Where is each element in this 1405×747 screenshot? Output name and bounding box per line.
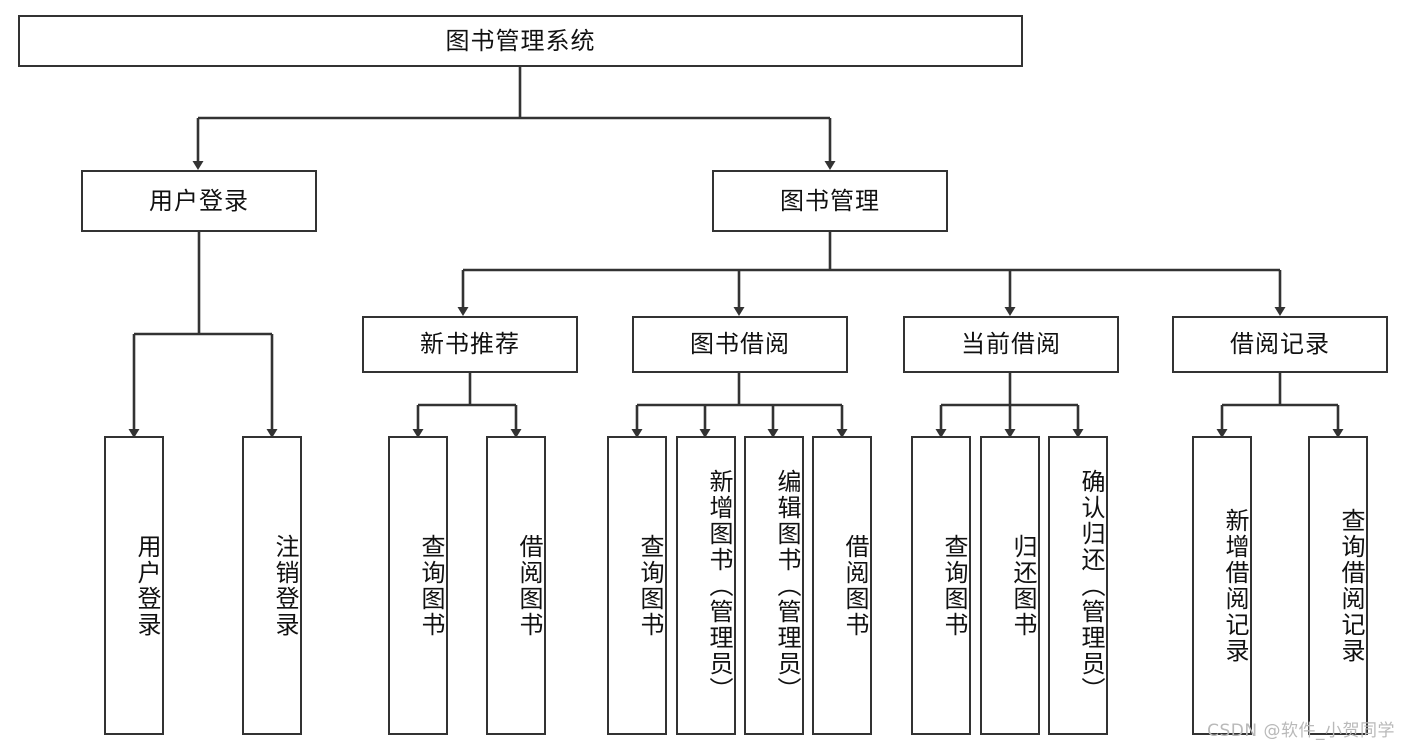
node-user-login-label: 用户登录 xyxy=(149,186,249,215)
leaf-query-book-1[interactable]: 查询图书 xyxy=(388,436,448,735)
node-root[interactable]: 图书管理系统 xyxy=(18,15,1023,67)
leaf-return-book[interactable]: 归还图书 xyxy=(980,436,1040,735)
leaf-user-login-label: 用户登录 xyxy=(133,533,161,638)
leaf-return-book-label: 归还图书 xyxy=(1009,533,1037,638)
leaf-user-login[interactable]: 用户登录 xyxy=(104,436,164,735)
leaf-logout-login[interactable]: 注销登录 xyxy=(242,436,302,735)
node-book-manage[interactable]: 图书管理 xyxy=(712,170,948,232)
leaf-borrow-book-1[interactable]: 借阅图书 xyxy=(486,436,546,735)
node-book-borrow[interactable]: 图书借阅 xyxy=(632,316,848,373)
leaf-query-book-2[interactable]: 查询图书 xyxy=(607,436,667,735)
node-book-borrow-label: 图书借阅 xyxy=(690,330,790,359)
leaf-add-book-admin-label: 新增图书（管理员） xyxy=(705,468,733,703)
node-book-manage-label: 图书管理 xyxy=(780,186,880,215)
node-current-borrow-label: 当前借阅 xyxy=(961,330,1061,359)
node-new-book-recommend[interactable]: 新书推荐 xyxy=(362,316,578,373)
leaf-query-borrow-record-label: 查询借阅记录 xyxy=(1337,507,1365,664)
node-root-label: 图书管理系统 xyxy=(445,26,596,55)
leaf-edit-book-admin[interactable]: 编辑图书（管理员） xyxy=(744,436,804,735)
node-current-borrow[interactable]: 当前借阅 xyxy=(903,316,1119,373)
leaf-borrow-book-2-label: 借阅图书 xyxy=(841,533,869,638)
leaf-confirm-return-admin-label: 确认归还（管理员） xyxy=(1077,468,1105,703)
leaf-query-book-3[interactable]: 查询图书 xyxy=(911,436,971,735)
leaf-query-book-1-label: 查询图书 xyxy=(417,533,445,638)
leaf-add-borrow-record-label: 新增借阅记录 xyxy=(1221,507,1249,664)
node-new-book-recommend-label: 新书推荐 xyxy=(420,330,520,359)
node-borrow-record[interactable]: 借阅记录 xyxy=(1172,316,1388,373)
watermark-text: CSDN @软件_小贺同学 xyxy=(1207,721,1395,741)
leaf-edit-book-admin-label: 编辑图书（管理员） xyxy=(773,468,801,703)
leaf-logout-login-label: 注销登录 xyxy=(271,533,299,638)
leaf-confirm-return-admin[interactable]: 确认归还（管理员） xyxy=(1048,436,1108,735)
leaf-add-book-admin[interactable]: 新增图书（管理员） xyxy=(676,436,736,735)
node-borrow-record-label: 借阅记录 xyxy=(1230,330,1330,359)
leaf-query-book-3-label: 查询图书 xyxy=(940,533,968,638)
leaf-borrow-book-1-label: 借阅图书 xyxy=(515,533,543,638)
node-user-login[interactable]: 用户登录 xyxy=(81,170,317,232)
leaf-borrow-book-2[interactable]: 借阅图书 xyxy=(812,436,872,735)
leaf-add-borrow-record[interactable]: 新增借阅记录 xyxy=(1192,436,1252,735)
leaf-query-book-2-label: 查询图书 xyxy=(636,533,664,638)
leaf-query-borrow-record[interactable]: 查询借阅记录 xyxy=(1308,436,1368,735)
